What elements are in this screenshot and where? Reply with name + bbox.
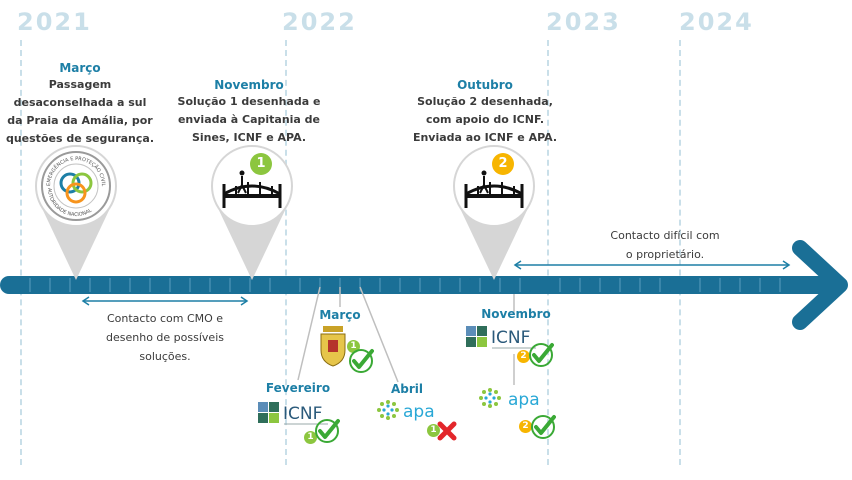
year-divider	[20, 40, 22, 465]
timeline-arrow	[0, 240, 848, 330]
event-month-marco-2021: Março	[59, 61, 101, 75]
coat-of-arms-icon	[320, 326, 346, 367]
footbridge-icon	[222, 170, 282, 208]
year-divider	[547, 40, 549, 465]
civil-protection-seal-icon: EMERGÊNCIA E PROTEÇÃO CIVIL AUTORIDADE N…	[41, 151, 111, 221]
response-month-fevereiro: Fevereiro	[265, 381, 331, 395]
response-month-novembro: Novembro	[481, 307, 551, 321]
approved-check-icon	[315, 419, 340, 443]
icnf-logo-icon: ICNF	[258, 402, 328, 425]
approved-check-icon	[531, 415, 556, 439]
solution-2-badge: 2	[492, 153, 514, 175]
year-divider	[679, 40, 681, 465]
note-contact-cmo: Contacto com CMO e desenho de possíveis …	[106, 312, 224, 363]
svg-text:ICNF: ICNF	[283, 404, 322, 424]
year-2024: 2024	[679, 8, 754, 36]
response-month-abril: Abril	[390, 382, 424, 396]
range-arrow-cmo	[81, 296, 249, 306]
year-2023: 2023	[546, 8, 621, 36]
footbridge-icon	[464, 170, 524, 208]
year-2021: 2021	[17, 8, 92, 36]
response-badge-novembro-icnf: 2	[517, 350, 530, 363]
icnf-logo-icon: ICNF	[466, 326, 536, 349]
response-badge-abril: 1	[427, 424, 440, 437]
year-2022: 2022	[282, 8, 357, 36]
response-badge-fevereiro: 1	[304, 431, 317, 444]
response-badge-novembro-apa: 2	[519, 420, 532, 433]
event-month-novembro-2021: Novembro	[214, 78, 284, 92]
approved-check-icon	[529, 343, 554, 367]
svg-text:apa: apa	[403, 402, 435, 422]
response-month-marco: Março	[319, 308, 361, 322]
solution-1-badge: 1	[250, 153, 272, 175]
apa-logo-icon: apa	[377, 400, 435, 422]
apa-logo-icon: apa	[479, 388, 540, 410]
svg-text:ICNF: ICNF	[491, 328, 530, 348]
rejected-cross-icon	[437, 421, 457, 441]
event-month-outubro-2022: Outubro	[457, 78, 513, 92]
response-badge-marco: 1	[347, 340, 360, 353]
range-arrow-owner	[513, 260, 791, 270]
svg-text:apa: apa	[508, 390, 540, 410]
year-divider	[285, 40, 287, 465]
approved-check-icon	[349, 349, 374, 373]
event-description-outubro-2022: Solução 2 desenhada, com apoio do ICNF. …	[412, 95, 558, 144]
note-contact-owner: Contacto difícil com o proprietário.	[610, 229, 720, 261]
event-description-marco-2021: Passagem desaconselhada a sul da Praia d…	[5, 78, 155, 145]
event-description-novembro-2021: Solução 1 desenhada e enviada à Capitani…	[177, 95, 321, 144]
